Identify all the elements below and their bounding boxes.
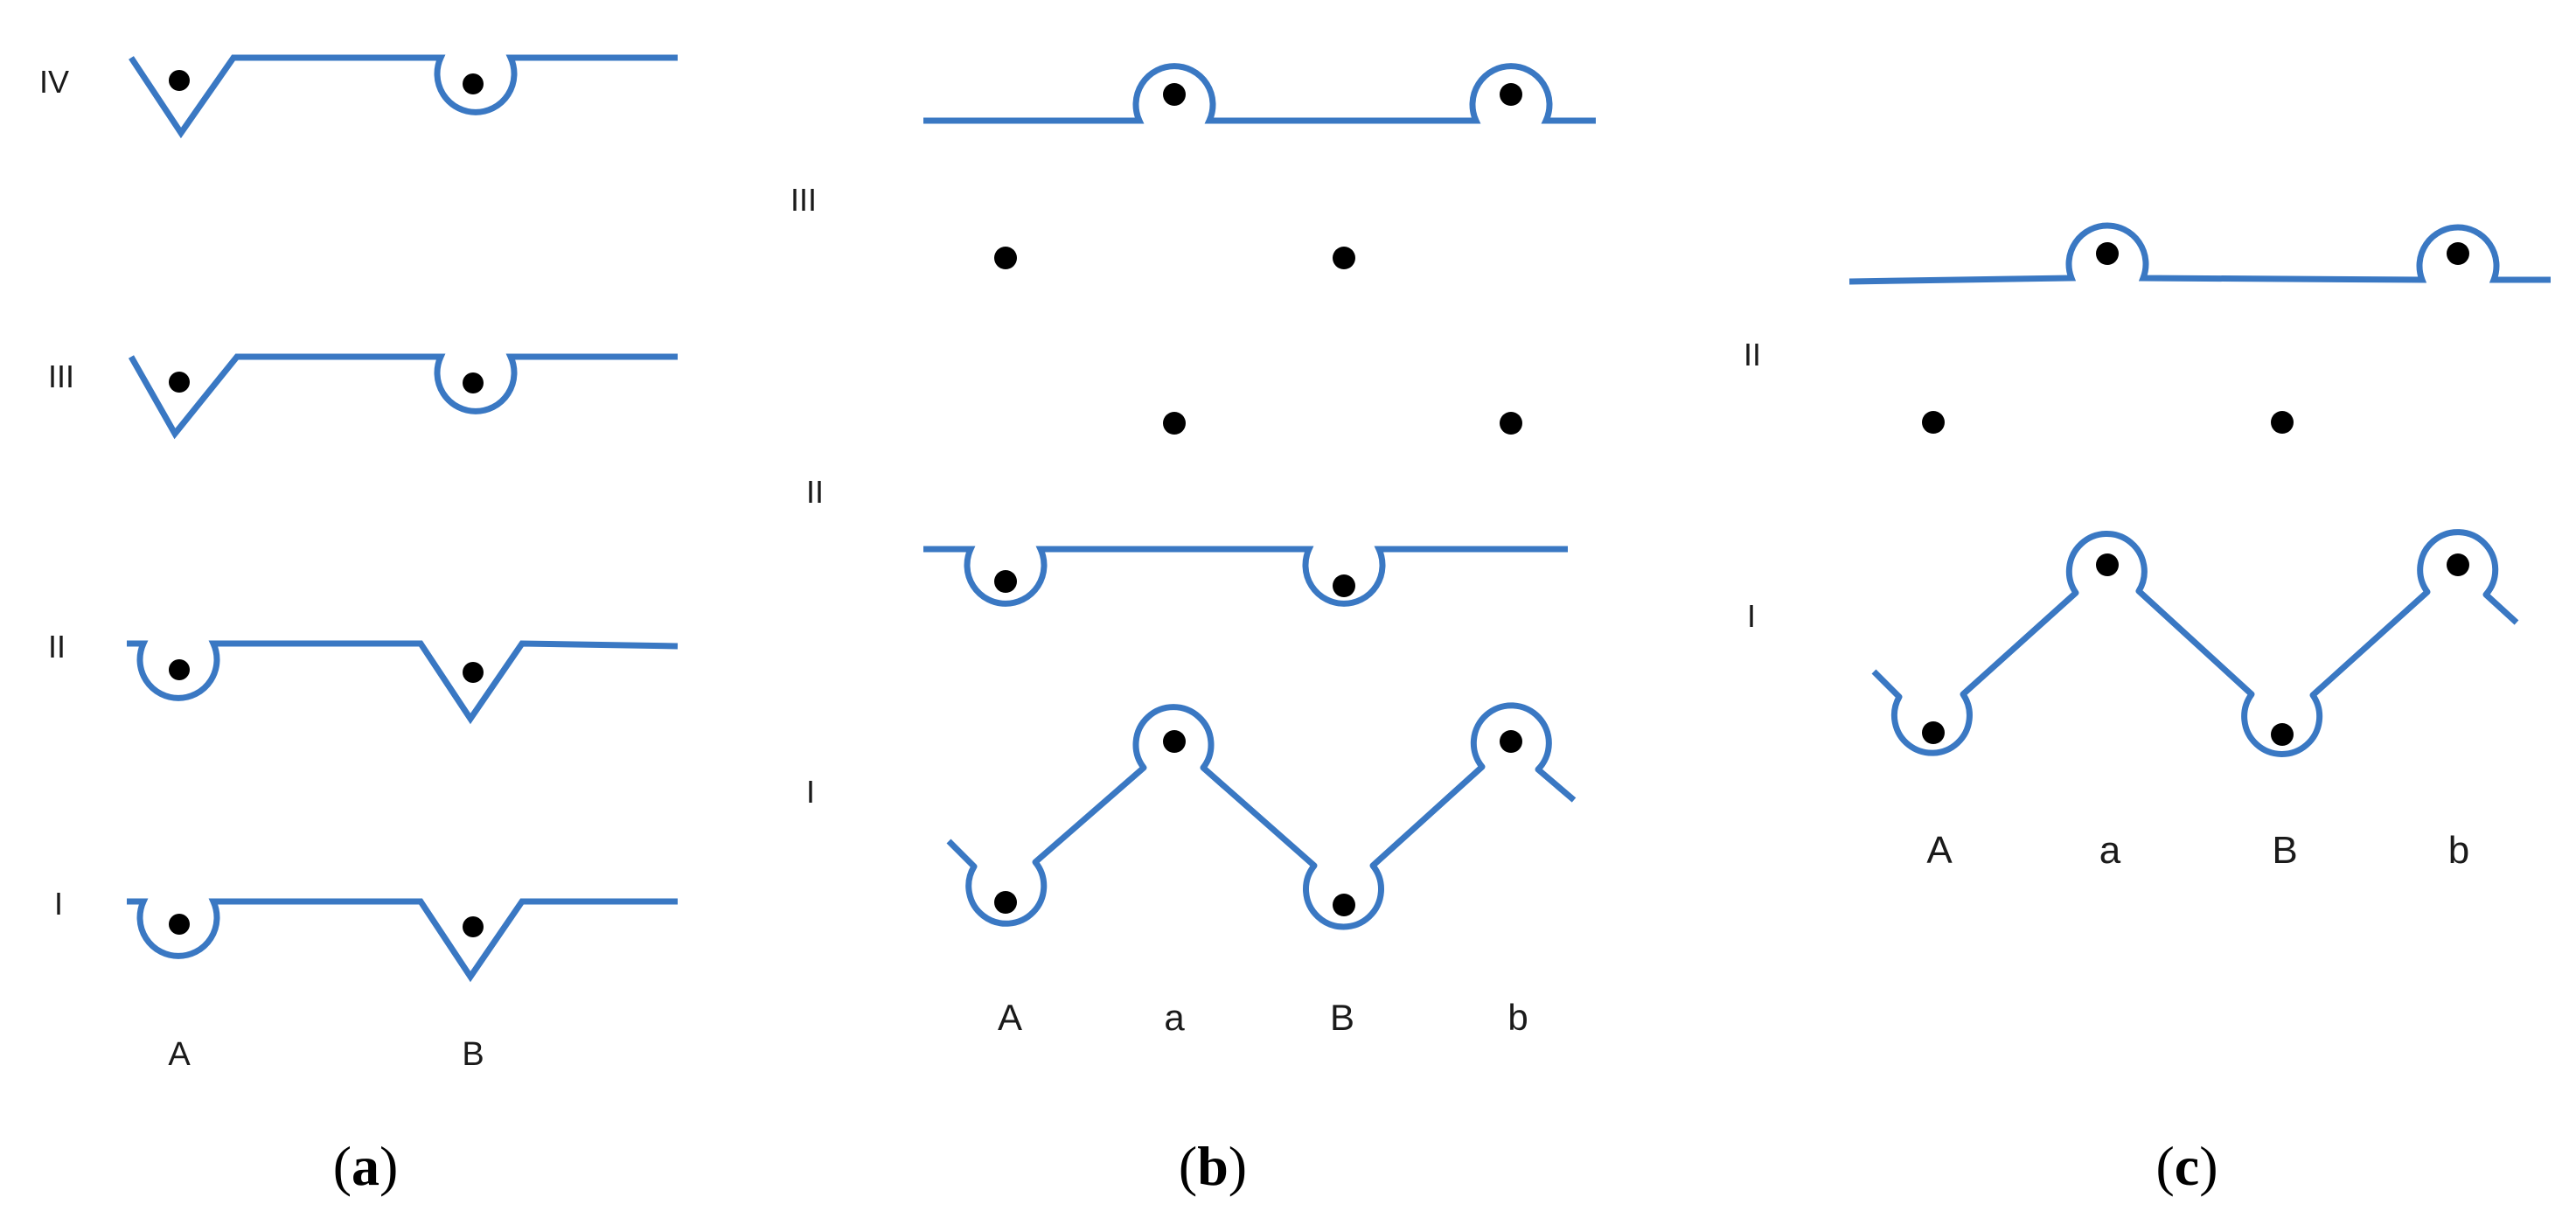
panel-c-row-ii-atom-a-upper (2096, 242, 2119, 265)
panel-a-row-label-iv: IV (39, 64, 69, 100)
panel-b-row-ii-atom-a (994, 570, 1017, 593)
panel-a-col-label-b: B (462, 1036, 484, 1073)
panel-c-row-label-i: I (1747, 598, 1756, 634)
panel-c-atom-b-free (2271, 411, 2294, 434)
panel-c: II I A a B b (c) (1744, 222, 2551, 1197)
panel-b-row-ii-atom-b (1333, 574, 1355, 597)
panel-a-row-label-i: I (54, 886, 63, 922)
panel-b-row-iii-atom-b-upper (1500, 83, 1522, 106)
panel-b-row-label-i: I (806, 774, 815, 810)
panel-a-row-iii-profile (128, 353, 678, 440)
panel-b-atom-a-lower-free (1163, 412, 1186, 435)
panel-c-caption: (c) (2155, 1135, 2217, 1197)
panel-b-row-iii-profile (923, 63, 1596, 124)
panel-a-caption: (a) (333, 1135, 399, 1197)
panel-b-row-i-atom-a-low (994, 891, 1017, 914)
panel-b-atom-b-free (1333, 247, 1355, 269)
panel-c-row-ii-profile (1848, 222, 2551, 285)
panel-c-atom-a-free (1922, 411, 1945, 434)
panel-c-row-i-profile (1871, 529, 2519, 757)
panel-b-atom-b-lower-free (1500, 412, 1522, 435)
panel-b-row-ii-profile (923, 546, 1568, 607)
panel-c-row-i-atom-b-high (2447, 553, 2469, 576)
panel-b-col-label-a: a (1164, 997, 1185, 1038)
panel-b-row-label-iii: III (790, 182, 817, 218)
panel-c-col-label-b: b (2448, 829, 2469, 872)
panel-a-row-iv-atom-b (463, 73, 484, 94)
panel-b-atom-a-free (994, 247, 1017, 269)
panel-c-col-label-A: A (1926, 829, 1953, 872)
panel-a-row-iii-atom-a (169, 372, 190, 393)
panel-c-row-i-atom-a-high (2096, 553, 2119, 576)
panel-c-row-i-atom-b-low (2271, 723, 2294, 746)
panel-a-row-i-atom-a (169, 914, 190, 935)
panel-c-row-i-atom-a-low (1922, 721, 1945, 744)
panel-b: III II I A a B b (b) (790, 63, 1596, 1197)
panel-a-row-label-ii: II (48, 629, 66, 665)
panel-c-col-label-B: B (2272, 829, 2297, 872)
panel-a-row-i-profile (127, 898, 678, 983)
panel-c-row-ii-atom-b-upper (2447, 242, 2469, 265)
panel-a-row-iv-profile (129, 54, 678, 139)
panel-b-col-label-b: b (1507, 997, 1528, 1038)
panel-b-row-label-ii: II (806, 474, 824, 510)
panel-a-col-label-a: A (168, 1036, 191, 1073)
panel-b-caption: (b) (1179, 1135, 1247, 1197)
panel-b-row-i-atom-b-high (1500, 730, 1522, 753)
panel-b-row-iii-atom-a-upper (1163, 83, 1186, 106)
panel-a-row-ii-profile (127, 640, 679, 725)
panel-a-row-iii-atom-b (463, 372, 484, 393)
panel-a-row-label-iii: III (48, 358, 74, 394)
panel-a-row-i-atom-b (463, 916, 484, 937)
panel-c-row-label-ii: II (1744, 337, 1761, 372)
panel-b-row-i-profile (946, 702, 1577, 930)
panel-c-col-label-a: a (2099, 829, 2121, 872)
panel-a-row-ii-atom-a (169, 659, 190, 680)
panel-b-row-i-atom-a-high (1163, 730, 1186, 753)
panel-b-col-label-B: B (1330, 997, 1354, 1038)
panel-a-row-ii-atom-b (463, 662, 484, 683)
panel-b-col-label-A: A (998, 997, 1022, 1038)
panel-a: IV III II I A B (a) (39, 54, 679, 1197)
panel-b-row-i-atom-b-low (1333, 894, 1355, 916)
panel-a-row-iv-atom-a (169, 70, 190, 91)
